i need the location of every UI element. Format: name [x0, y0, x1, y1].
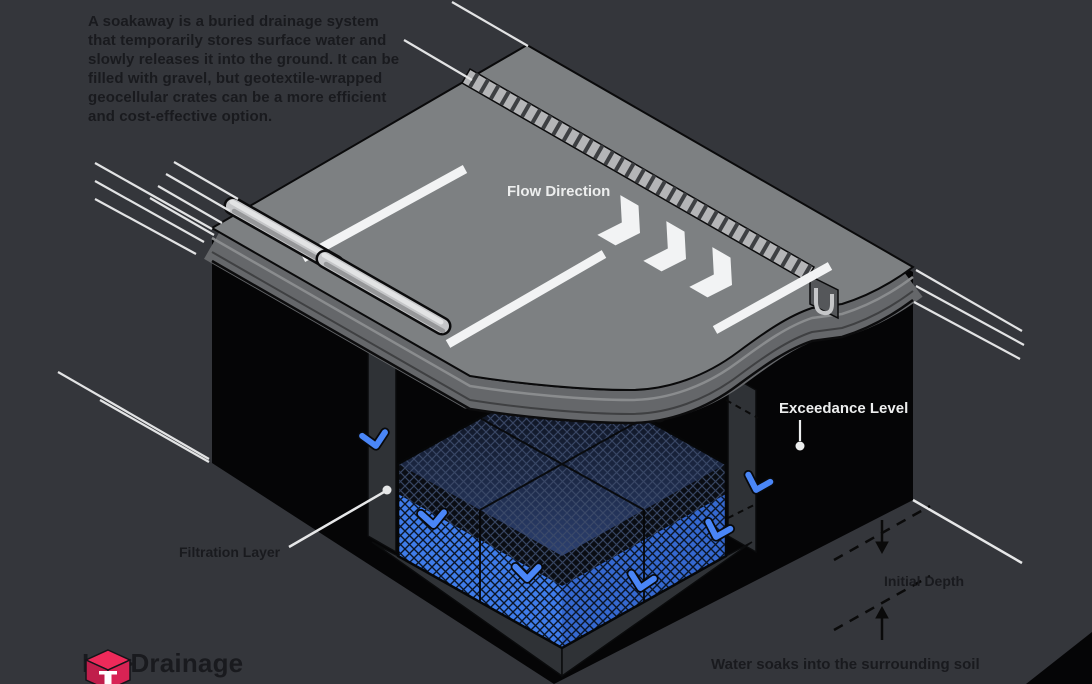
infodrainage-cube-icon: [84, 649, 134, 684]
kerb-stones: [223, 196, 452, 336]
geocellular-crate: [396, 370, 728, 650]
filtration-layer-pointer: [288, 485, 392, 549]
initial-depth-markers: [833, 504, 931, 640]
intro-paragraph: A soakaway is a buried drainage system t…: [88, 13, 400, 125]
flow-chevrons-icon: [597, 195, 732, 298]
exceedance-level-label: Exceedance Level: [779, 400, 909, 417]
flow-direction-label: Flow Direction: [507, 183, 611, 200]
road-slab-side: [204, 231, 923, 425]
speed-motion-lines: [57, 1, 1025, 463]
road-markings: [300, 165, 833, 348]
soil-corner-block: [1026, 632, 1092, 684]
infodrainage-logo: InfoDrainage: [82, 648, 243, 684]
gully-inlet: [809, 274, 839, 320]
water-soaks-label: Water soaks into the surrounding soil: [711, 656, 980, 673]
exceedance-level-pointer: [795, 420, 805, 451]
logo-letter: [99, 671, 117, 684]
soil-edge-highlight: [912, 498, 1023, 565]
road-slab: [204, 43, 923, 425]
filtration-layer-label: Filtration Layer: [179, 544, 281, 560]
initial-depth-label: Initial Depth: [884, 573, 965, 589]
water-seep-arrows: [357, 427, 776, 593]
depth-dash-mark: [727, 503, 757, 519]
